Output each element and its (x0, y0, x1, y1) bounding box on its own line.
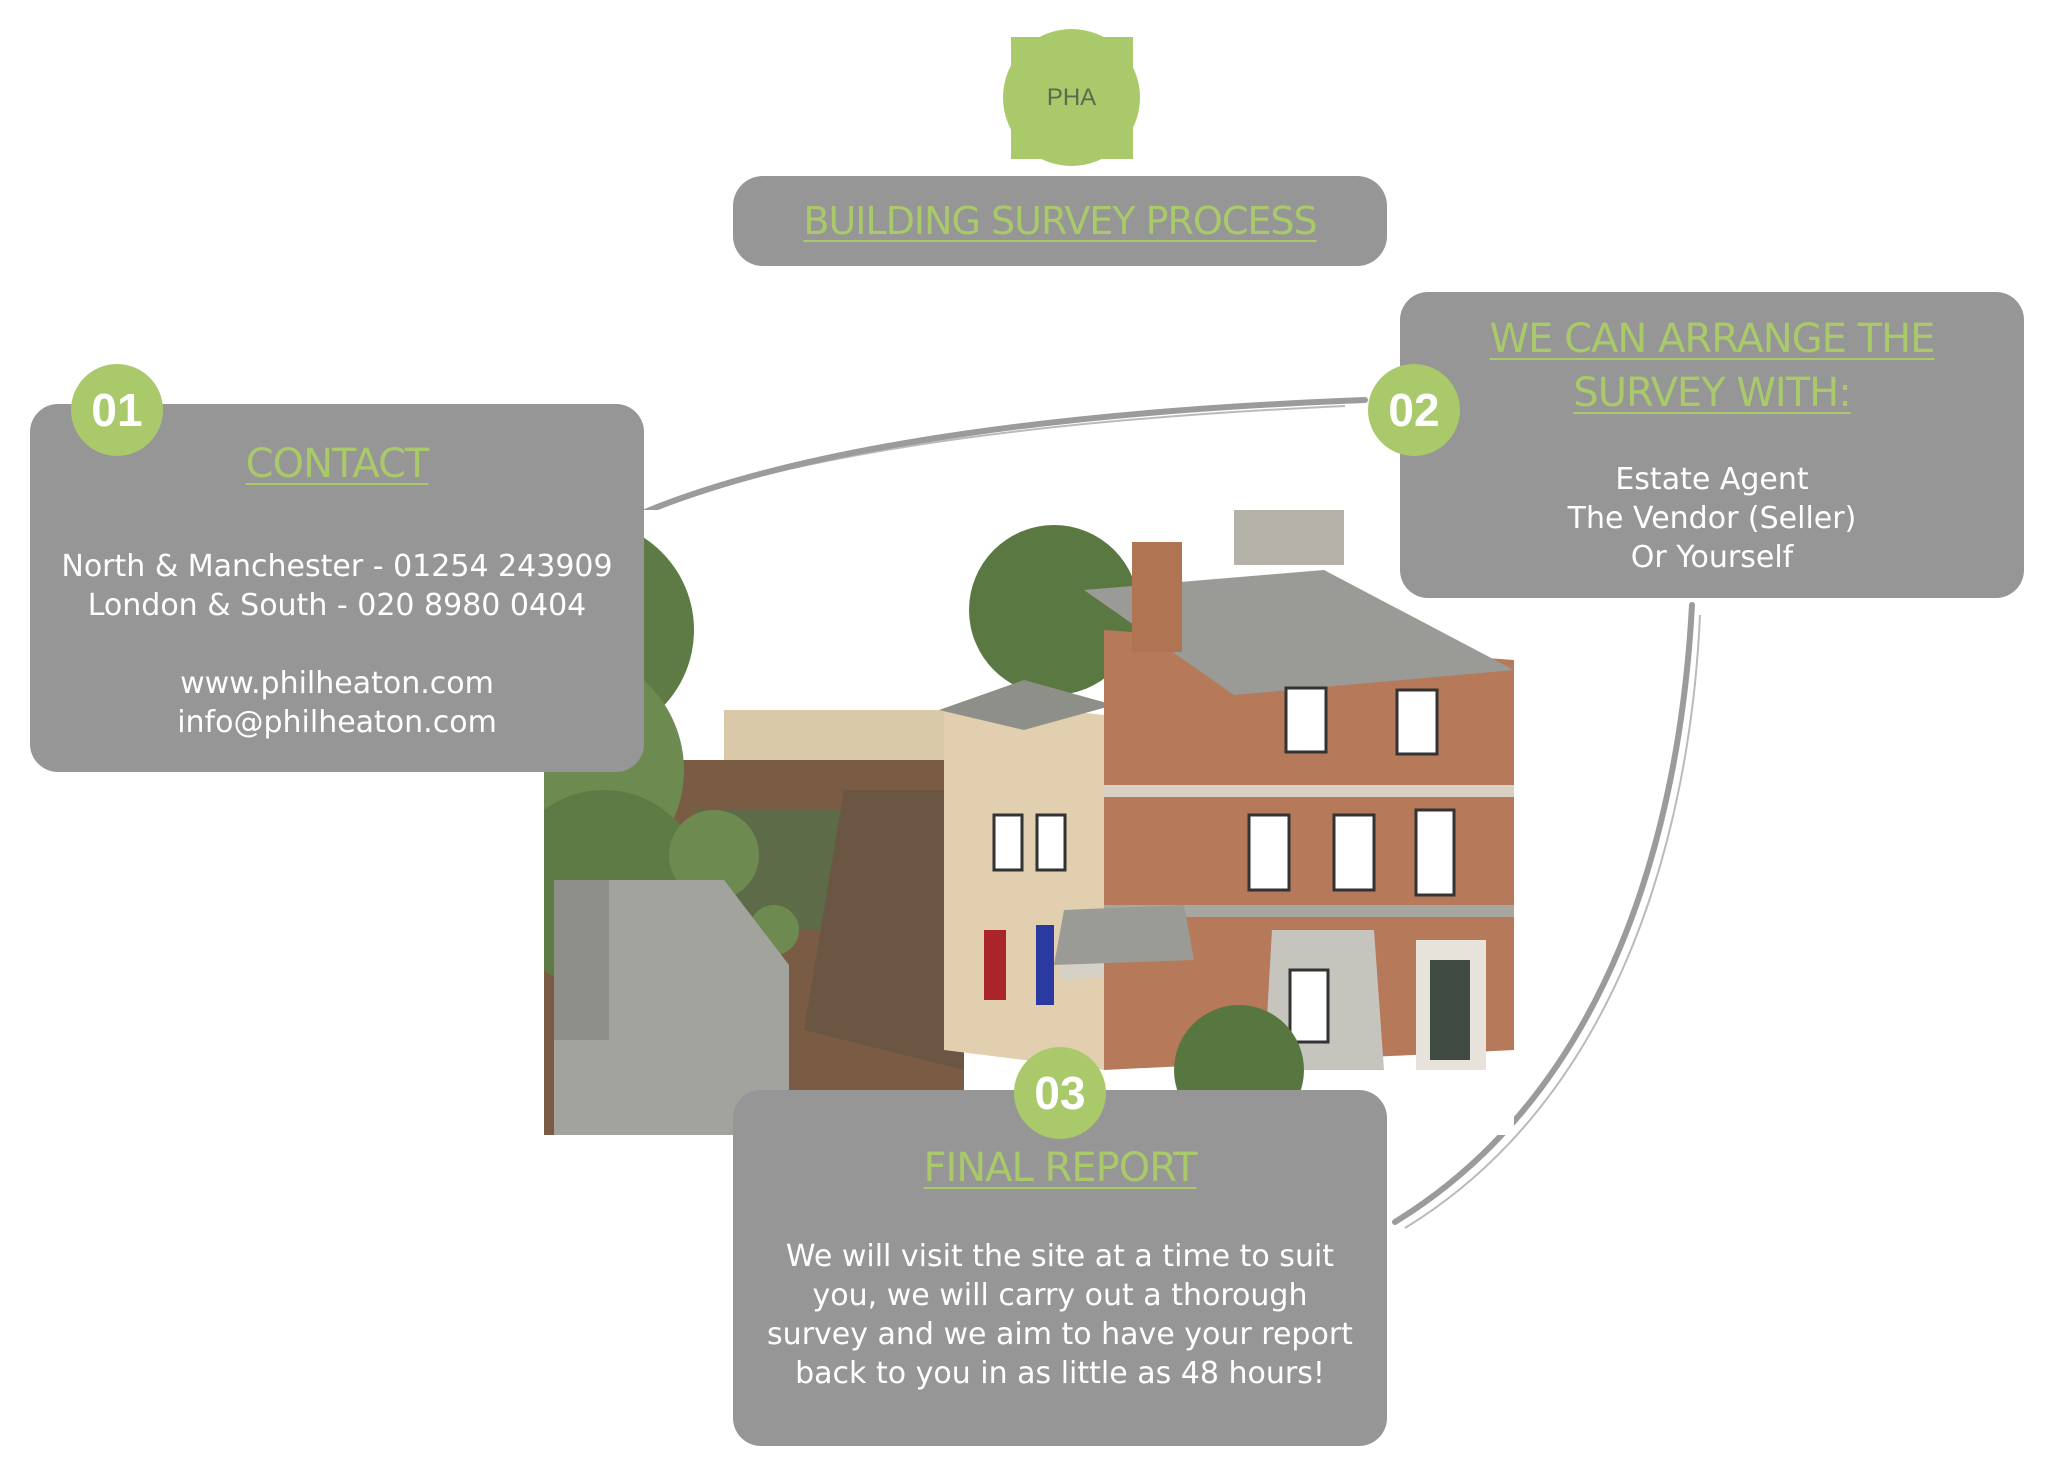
option-yourself: Or Yourself (1630, 540, 1794, 575)
arrange-options: Estate Agent The Vendor (Seller) Or Your… (1400, 460, 2024, 577)
logo-text: PHA (1046, 84, 1097, 111)
step-badge-01: 01 (71, 364, 163, 456)
logo: PHA (1003, 29, 1140, 166)
final-report-line-4: back to you in as little as 48 hours! (795, 1356, 1325, 1391)
final-report-panel: FINAL REPORT We will visit the site at a… (733, 1090, 1387, 1446)
final-report-line-3: survey and we aim to have your report (767, 1317, 1353, 1352)
final-report-line-1: We will visit the site at a time to suit (785, 1239, 1335, 1274)
page-title: BUILDING SURVEY PROCESS (803, 199, 1317, 243)
email-link[interactable]: info@philheaton.com (177, 705, 497, 740)
contact-details: North & Manchester - 01254 243909 London… (30, 547, 644, 742)
spacer (30, 625, 644, 664)
step-badge-02: 02 (1368, 364, 1460, 456)
step-badge-03: 03 (1014, 1047, 1106, 1139)
house-rendering-image (544, 510, 1514, 1135)
final-report-heading: FINAL REPORT (923, 1145, 1197, 1191)
website-link[interactable]: www.philheaton.com (180, 666, 494, 701)
arrange-panel: WE CAN ARRANGE THE SURVEY WITH: Estate A… (1400, 292, 2024, 598)
contact-heading: CONTACT (245, 441, 430, 487)
final-report-line-2: you, we will carry out a thorough (812, 1278, 1308, 1313)
contact-panel: CONTACT North & Manchester - 01254 24390… (30, 404, 644, 772)
arrange-heading-line1: WE CAN ARRANGE THE (1489, 316, 1936, 362)
arrange-heading-line2: SURVEY WITH: (1573, 370, 1851, 416)
option-vendor: The Vendor (Seller) (1567, 501, 1857, 536)
phone-south: London & South - 020 8980 0404 (87, 588, 587, 623)
phone-north: North & Manchester - 01254 243909 (61, 549, 613, 584)
option-estate-agent: Estate Agent (1615, 462, 1809, 497)
arrange-heading: WE CAN ARRANGE THE SURVEY WITH: (1400, 312, 2024, 420)
title-banner: BUILDING SURVEY PROCESS (733, 176, 1387, 266)
final-report-body: We will visit the site at a time to suit… (733, 1237, 1387, 1393)
